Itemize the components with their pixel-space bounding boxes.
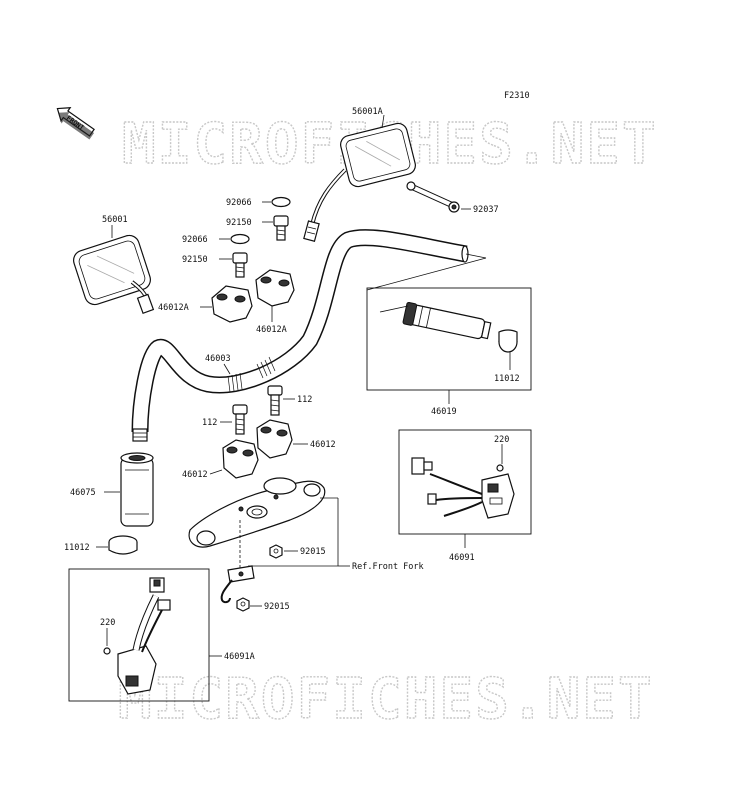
holder-lower-right [256,419,293,459]
label-switch-right: 46091 [449,553,475,563]
label-nut-lower: 92015 [264,602,290,612]
bolt-lower [232,252,248,278]
grip-cap-right [498,329,518,353]
label-lever: 92037 [473,205,499,215]
holder-right [255,269,295,307]
grip-right [379,301,492,340]
grip-left [120,452,154,527]
label-screw-left: 220 [100,618,115,628]
label-holder-left: 46012A [158,303,189,313]
label-mirror-left: 56001 [102,215,128,225]
grip-cap-left [108,535,138,555]
label-grip-left: 46075 [70,488,96,498]
ref-front-fork: Ref.Front Fork [352,562,424,572]
nut-upper [269,544,283,559]
label-switch-left: 46091A [224,652,255,662]
label-washer-top: 92066 [226,198,252,208]
lever [406,181,460,213]
mirror-left [73,234,155,314]
label-bolt-right: 112 [297,395,312,405]
switch-right [411,457,515,519]
label-bolt-upper: 92150 [226,218,252,228]
label-holder-right: 46012A [256,325,287,335]
label-handlebar: 46003 [205,354,231,364]
nut-lower [236,597,250,612]
label-holder-lower-left: 46012 [182,470,208,480]
label-screw-right: 220 [494,435,509,445]
washer-top [271,196,291,208]
figure-code: F2310 [504,91,530,101]
label-bolt-left: 112 [202,418,217,428]
bolt-left [232,404,248,435]
label-nut-upper: 92015 [300,547,326,557]
switch-left [103,577,171,695]
watermark-bottom: MICROFICHES.NET [118,667,654,732]
holder-lower-left [222,439,259,479]
cable-guide [220,520,255,604]
box-switch-left [68,568,210,702]
label-grip-cap-left: 11012 [64,543,90,553]
front-arrow-icon: FRONT [56,107,95,140]
bolt-upper [273,215,289,241]
label-bolt-lower: 92150 [182,255,208,265]
label-grip-assembly: 46019 [431,407,457,417]
handlebar [131,229,469,442]
fork-bracket [188,477,326,548]
bolt-right [267,385,283,416]
label-grip-cap-right: 11012 [494,374,520,384]
washer-mid [230,233,250,245]
label-mirror-right: 56001A [352,107,383,117]
holder-left [211,285,253,323]
label-washer-mid: 92066 [182,235,208,245]
mirror-right [303,122,416,242]
box-switch-right [398,429,532,535]
label-holder-lower-right: 46012 [310,440,336,450]
